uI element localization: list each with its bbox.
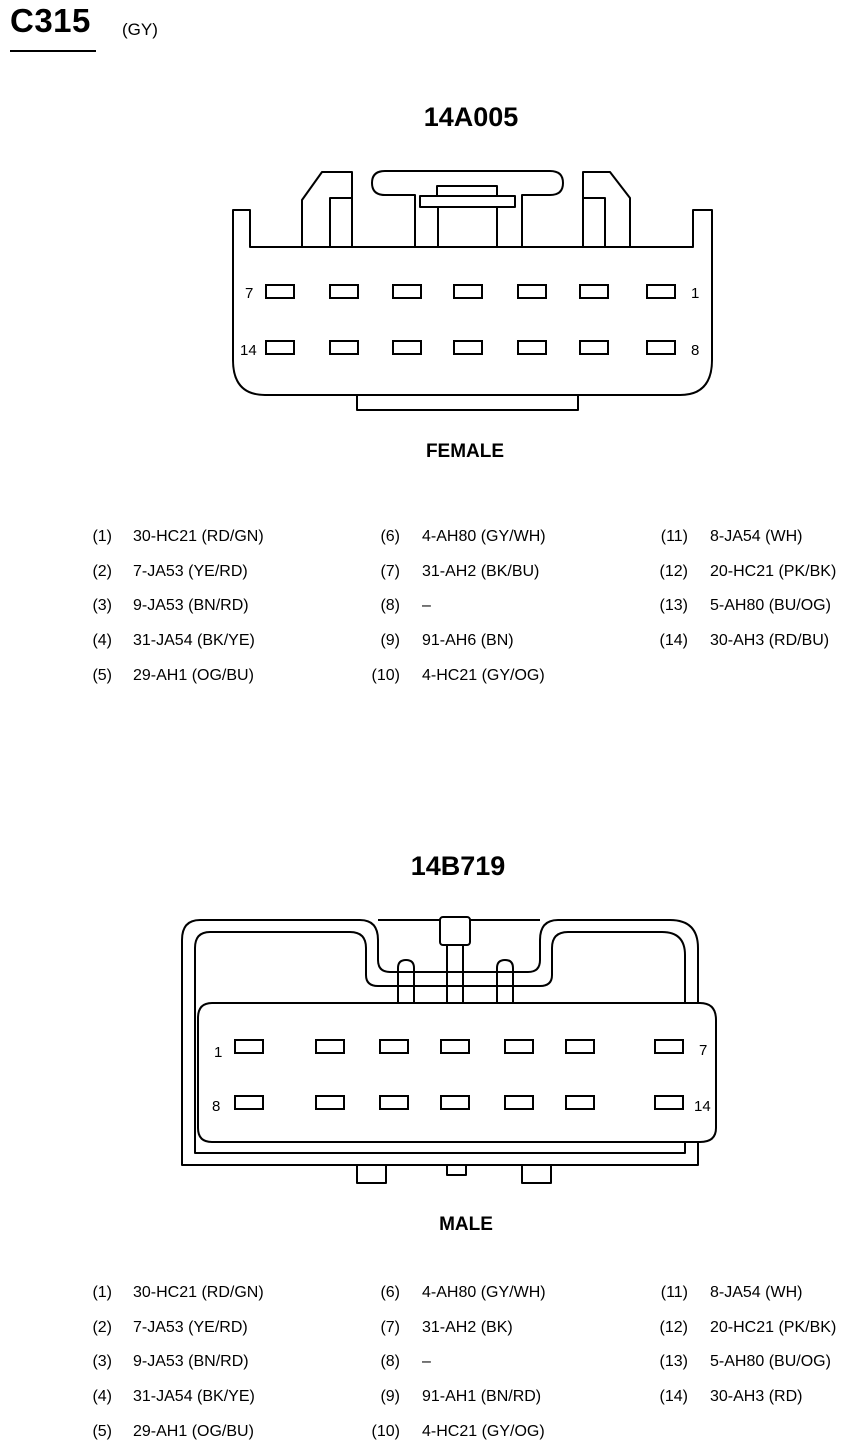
male-terminal <box>504 1095 534 1110</box>
female-connector-diagram: 7 1 14 8 <box>232 170 713 411</box>
female-cavity <box>646 284 676 299</box>
male-terminal <box>315 1039 345 1054</box>
male-terminal <box>440 1095 470 1110</box>
male-terminal <box>654 1039 684 1054</box>
female-center-cap <box>371 170 564 247</box>
male-terminal <box>440 1039 470 1054</box>
connector-id: C315 <box>10 2 91 39</box>
female-cavity <box>579 284 609 299</box>
male-terminal <box>315 1095 345 1110</box>
female-pin-label-7: 7 <box>245 285 253 302</box>
female-cavity <box>329 340 359 355</box>
male-bottom-peg <box>356 1165 387 1184</box>
connector-color: (GY) <box>122 20 158 39</box>
male-pin-label-8: 8 <box>212 1098 220 1115</box>
female-pin-label-1: 1 <box>691 285 699 302</box>
female-cavity <box>329 284 359 299</box>
male-terminal <box>234 1095 264 1110</box>
female-cavity <box>265 340 295 355</box>
male-terminal <box>234 1039 264 1054</box>
female-label: FEMALE <box>425 441 505 462</box>
female-part-number: 14A005 <box>423 102 519 132</box>
male-latch-post <box>397 959 415 1003</box>
male-terminal <box>504 1039 534 1054</box>
connector-id-underline <box>10 50 96 52</box>
male-terminal <box>654 1095 684 1110</box>
male-bottom-peg <box>446 1165 467 1176</box>
male-pin-label-14: 14 <box>694 1098 711 1115</box>
male-terminal <box>379 1095 409 1110</box>
female-cavity <box>579 340 609 355</box>
female-cavity <box>517 284 547 299</box>
male-terminal <box>565 1095 595 1110</box>
male-terminal <box>379 1039 409 1054</box>
female-cavity <box>646 340 676 355</box>
male-pin-face <box>197 1002 717 1143</box>
male-lock-tab <box>439 916 471 946</box>
male-pin-label-7: 7 <box>699 1042 707 1059</box>
female-pin-label-8: 8 <box>691 342 699 359</box>
female-cavity <box>265 284 295 299</box>
male-outer-shell <box>181 919 699 1166</box>
female-cavity <box>453 284 483 299</box>
male-latch-post <box>496 959 514 1003</box>
female-pin-label-14: 14 <box>240 342 257 359</box>
female-bottom-foot <box>356 395 579 411</box>
male-label: MALE <box>439 1214 493 1235</box>
male-terminal <box>565 1039 595 1054</box>
male-pin-label-1: 1 <box>214 1044 222 1061</box>
female-cavity <box>517 340 547 355</box>
male-part-number: 14B719 <box>410 851 506 881</box>
male-bottom-peg <box>521 1165 552 1184</box>
female-cavity <box>453 340 483 355</box>
male-connector-diagram: 1 7 8 14 <box>181 916 717 1184</box>
female-connector-body <box>232 209 713 396</box>
female-cavity <box>392 340 422 355</box>
male-inner-shell <box>194 931 686 1154</box>
female-cavity <box>392 284 422 299</box>
